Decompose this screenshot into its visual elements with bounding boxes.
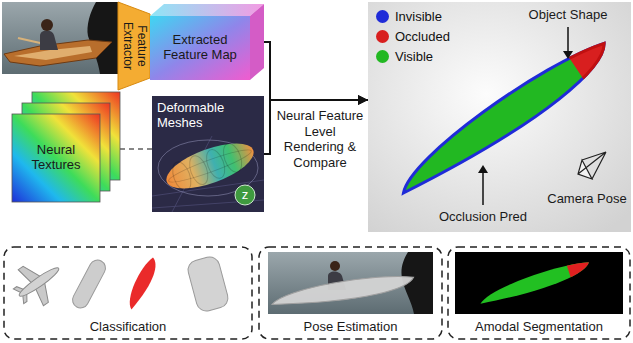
- node-label: Amodal Segmentation: [447, 317, 631, 337]
- latent-circle: z: [234, 184, 256, 206]
- box-side-face: [250, 4, 264, 80]
- mesh-panel: [152, 96, 264, 212]
- node-label: z: [234, 184, 256, 206]
- horse-silhouette: [87, 2, 118, 74]
- node-label: Neural Textures: [16, 114, 96, 202]
- node-label: Object Shape: [516, 6, 620, 24]
- segmentation-canvas: [455, 252, 623, 314]
- legend-row: Visible: [376, 48, 433, 64]
- canoe: [4, 40, 112, 66]
- node-label: Classification: [3, 317, 253, 337]
- predicted-shape: [390, 35, 617, 202]
- legend-label: Occluded: [395, 29, 450, 44]
- mesh-wire: [186, 153, 211, 187]
- legend-label: Visible: [395, 49, 433, 64]
- task-box: Classification: [3, 246, 253, 340]
- mesh-wire: [167, 145, 254, 186]
- airplane-model: [6, 250, 71, 314]
- legend-swatch: [376, 50, 389, 63]
- leader-arrowhead: [563, 51, 573, 59]
- camera-icon: [578, 152, 606, 179]
- dashed-frame: [259, 247, 442, 339]
- occluded-region: [556, 35, 617, 105]
- feature-map-box: Extracted Feature Map: [150, 4, 264, 80]
- dashed-frame: [448, 247, 630, 339]
- mesh-panel: Deformable Meshes z: [152, 96, 264, 212]
- feature-extractor: Feature Extractor: [118, 2, 150, 90]
- woman-head: [41, 19, 53, 31]
- box-front-face: [150, 16, 250, 80]
- woman-body: [40, 31, 58, 50]
- amodal-mask: [477, 258, 592, 308]
- render-arrow: [264, 42, 368, 100]
- leader-line: [482, 172, 484, 205]
- process-label: Neural Feature Level Rendering & Compare: [276, 108, 364, 170]
- bus-model: [70, 257, 109, 310]
- node-label: Deformable Meshes: [157, 99, 259, 133]
- task-box: Pose Estimation: [258, 246, 443, 340]
- pose-overlay: [270, 272, 415, 310]
- node-label: Feature Extractor: [118, 2, 150, 90]
- legend-row: Invisible: [376, 8, 442, 24]
- mesh-wire: [220, 141, 245, 175]
- visible-mask: [477, 258, 592, 308]
- latent-circle: [235, 185, 255, 205]
- car-body: [186, 255, 230, 314]
- extractor-trapezoid: [118, 2, 150, 90]
- visible-region: [390, 35, 617, 202]
- boat-model: [123, 256, 161, 312]
- node-label: Camera Pose: [546, 190, 628, 208]
- node-label: Extracted Feature Map: [152, 16, 248, 80]
- bus-body: [70, 257, 109, 310]
- texture-sheet: [12, 114, 100, 202]
- legend-row: Occluded: [376, 28, 450, 44]
- leader-arrowhead: [478, 165, 488, 173]
- neural-texture-stack: Neural Textures: [12, 92, 120, 202]
- legend-label: Invisible: [395, 9, 442, 24]
- boat-body: [123, 256, 161, 312]
- occluded-mask: [560, 258, 592, 302]
- airplane-fuselage: [17, 265, 61, 300]
- result-panel: [368, 2, 631, 232]
- texture-mapping-line: [120, 148, 152, 149]
- woman-head: [330, 261, 340, 271]
- node-label: Occlusion Pred: [426, 208, 540, 226]
- pose-photo: [268, 252, 433, 314]
- input-photo: [2, 2, 118, 74]
- rendered-boat: [270, 272, 415, 310]
- box-top-face: [150, 4, 264, 16]
- mesh-wire: [203, 147, 228, 181]
- dashed-frame: [4, 247, 252, 339]
- node-label: Pose Estimation: [258, 317, 443, 337]
- legend-swatch: [376, 30, 389, 43]
- car-model: [186, 255, 230, 314]
- legend-swatch: [376, 10, 389, 23]
- leader-line: [567, 27, 569, 52]
- task-box: Amodal Segmentation: [447, 246, 631, 340]
